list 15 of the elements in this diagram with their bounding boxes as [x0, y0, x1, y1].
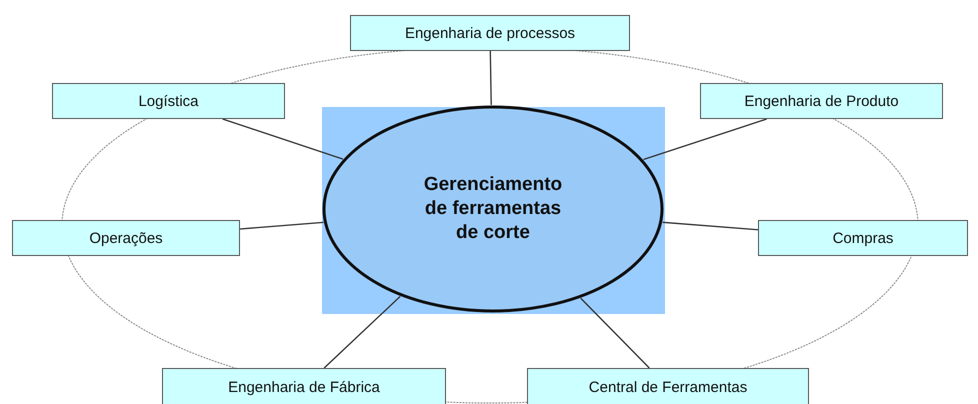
connector-line — [240, 222, 324, 230]
connector-line — [222, 118, 344, 160]
connector-line — [324, 296, 401, 368]
department-box: Engenharia de processos — [350, 15, 630, 51]
department-box: Operações — [12, 220, 240, 256]
department-box: Engenharia de Fábrica — [162, 368, 446, 404]
connector-line — [580, 298, 650, 368]
department-box: Engenharia de Produto — [700, 83, 943, 119]
department-box: Logística — [52, 83, 285, 119]
connector-line — [490, 50, 492, 106]
connector-line — [662, 222, 758, 230]
department-box: Compras — [758, 220, 968, 256]
central-title: Gerenciamento de ferramentas de corte — [422, 173, 564, 245]
department-box: Central de Ferramentas — [527, 368, 809, 404]
connector-line — [643, 118, 767, 160]
